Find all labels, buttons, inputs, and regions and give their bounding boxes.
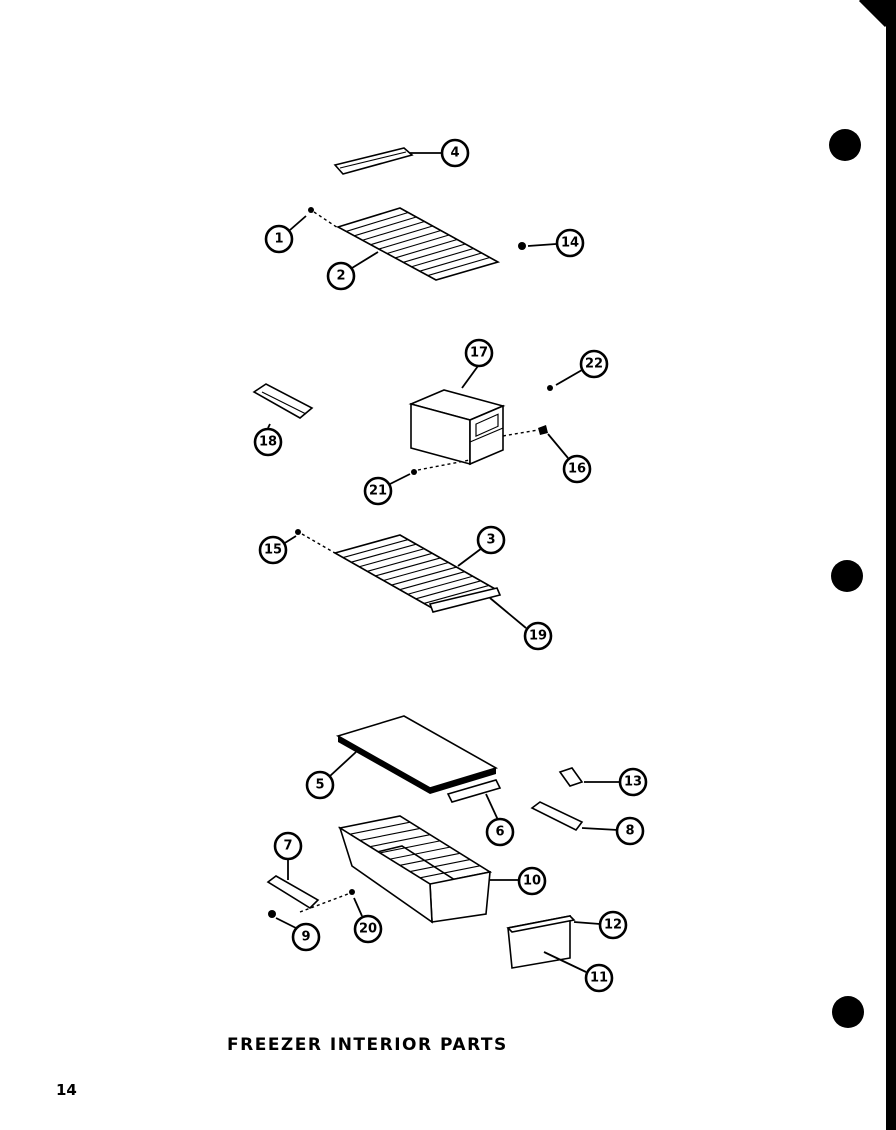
callout-11: 11 <box>584 963 614 993</box>
wire-rod <box>362 220 425 241</box>
callout-7: 7 <box>273 831 303 861</box>
wire-rod <box>391 566 457 586</box>
wire-rod <box>399 852 461 866</box>
svg-text:19: 19 <box>529 629 547 644</box>
wire-rod <box>369 834 431 848</box>
wire-rod <box>409 859 471 873</box>
wire-rod <box>375 557 441 577</box>
wire-rod <box>342 539 409 559</box>
callout-22: 22 <box>579 349 609 379</box>
svg-text:20: 20 <box>359 922 377 937</box>
svg-text:18: 18 <box>259 435 277 450</box>
part-3-wire-shelf-lower <box>279 529 527 629</box>
svg-text:15: 15 <box>264 543 282 558</box>
wire-rod <box>379 840 441 854</box>
svg-text:14: 14 <box>561 236 579 251</box>
callout-13: 13 <box>618 767 648 797</box>
callout-9: 9 <box>291 922 321 952</box>
part-5-panel-shelf <box>329 715 499 794</box>
callout-8: 8 <box>615 816 645 846</box>
wire-rod <box>419 865 481 879</box>
punch-hole-bottom <box>832 996 864 1028</box>
svg-text:3: 3 <box>486 533 495 548</box>
part-2-wire-shelf-upper <box>289 207 557 281</box>
callout-4: 4 <box>440 138 470 168</box>
wire-rod <box>349 821 411 835</box>
callout-17: 17 <box>464 338 494 368</box>
callout-3: 3 <box>476 525 506 555</box>
svg-text:13: 13 <box>624 775 642 790</box>
wire-rod <box>419 252 482 272</box>
part-10-wire-basket <box>337 815 518 924</box>
wire-rod <box>415 580 481 600</box>
callout-15: 15 <box>258 535 288 565</box>
wire-rod <box>403 243 466 263</box>
wire-rod <box>346 211 409 232</box>
punch-hole-top <box>829 129 861 161</box>
svg-text:8: 8 <box>625 824 634 839</box>
diagram-caption: FREEZER INTERIOR PARTS <box>227 1035 508 1055</box>
part-18-ice-tray <box>252 383 314 429</box>
callout-1: 1 <box>264 224 294 254</box>
callout-10: 10 <box>517 866 547 896</box>
wire-rod <box>427 256 490 277</box>
part-8-slide-rail-right <box>530 801 619 832</box>
callout-20: 20 <box>353 914 383 944</box>
callout-16: 16 <box>562 454 592 484</box>
wire-rod <box>386 234 450 255</box>
svg-text:22: 22 <box>585 357 603 372</box>
part-4-trim-strip <box>333 147 442 175</box>
callout-6: 6 <box>485 817 515 847</box>
svg-text:4: 4 <box>450 146 459 161</box>
svg-text:6: 6 <box>495 825 504 840</box>
svg-text:10: 10 <box>523 874 541 889</box>
callout-19: 19 <box>523 621 553 651</box>
svg-text:7: 7 <box>283 839 292 854</box>
wire-rod <box>370 225 433 246</box>
punch-hole-middle <box>831 560 863 592</box>
part-6-front-trim <box>446 779 502 821</box>
wire-rod <box>407 575 473 595</box>
part-7-slide-rail-left <box>266 858 320 910</box>
wire-rod <box>367 552 433 572</box>
svg-text:1: 1 <box>274 232 283 247</box>
wire-rod <box>389 846 451 860</box>
svg-text:2: 2 <box>336 269 345 284</box>
callout-21: 21 <box>363 476 393 506</box>
svg-text:9: 9 <box>301 930 310 945</box>
callout-18: 18 <box>253 427 283 457</box>
wire-rod <box>411 247 474 268</box>
svg-text:17: 17 <box>470 346 488 361</box>
part-17-ice-bin-box <box>408 365 506 466</box>
svg-text:11: 11 <box>590 971 608 986</box>
callout-5: 5 <box>305 770 335 800</box>
callout-12: 12 <box>598 910 628 940</box>
wire-rod <box>383 561 449 582</box>
callout-14: 14 <box>555 228 585 258</box>
part-11-basket-front <box>506 915 601 973</box>
part-13-clip <box>558 767 620 787</box>
wire-rod <box>399 571 465 591</box>
wire-rod <box>395 238 458 259</box>
wire-rod <box>359 548 425 568</box>
wire-rod <box>423 584 490 604</box>
callout-2: 2 <box>326 261 356 291</box>
wire-rod <box>359 827 421 841</box>
wire-rod <box>351 543 417 563</box>
svg-text:21: 21 <box>369 484 387 499</box>
wire-rod <box>378 229 441 250</box>
wire-rod <box>354 216 417 237</box>
page-number: 14 <box>56 1081 77 1099</box>
svg-text:16: 16 <box>568 462 586 477</box>
svg-text:5: 5 <box>315 778 324 793</box>
svg-text:12: 12 <box>604 918 622 933</box>
